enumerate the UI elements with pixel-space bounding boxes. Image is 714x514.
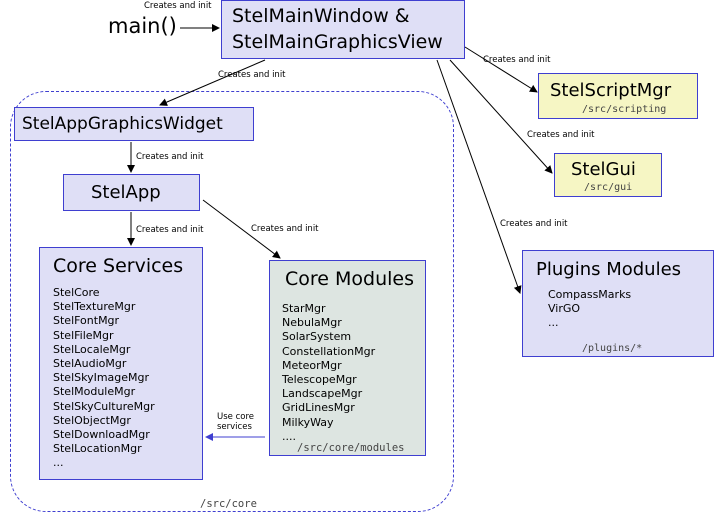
core-services-item: StelDownloadMgr <box>53 428 150 442</box>
edge-label-window-to-plugins: Creates and init <box>500 219 568 229</box>
core-services-node: Core Services StelCore StelTextureMgr St… <box>39 247 203 480</box>
plugins-list: CompassMarks VirGO ... <box>548 288 631 331</box>
edge-label-main-to-window: Creates and init <box>144 1 212 11</box>
graphics-widget-title: StelAppGraphicsWidget <box>22 114 223 134</box>
gui-path: /src/gui <box>584 182 633 193</box>
edge-label-window-to-scriptmgr: Creates and init <box>483 55 551 65</box>
plugins-title: Plugins Modules <box>536 259 682 280</box>
stel-app-title: StelApp <box>91 182 161 203</box>
core-services-item: StelCore <box>53 286 100 299</box>
script-mgr-node: StelScriptMgr /src/scripting <box>538 73 698 119</box>
arrow-window-to-scriptmgr <box>464 46 538 93</box>
main-function-label: main() <box>108 14 177 38</box>
core-modules-list: StarMgr NebulaMgr SolarSystem Constellat… <box>282 302 375 444</box>
core-services-item: StelFontMgr <box>53 314 120 328</box>
core-modules-item: MilkyWay <box>282 415 334 429</box>
core-services-item: StelObjectMgr <box>53 413 131 427</box>
edge-label-app-to-modules: Creates and init <box>251 224 319 234</box>
graphics-widget-node: StelAppGraphicsWidget <box>14 107 254 141</box>
core-services-item: StelTextureMgr <box>53 300 136 314</box>
core-services-list: StelCore StelTextureMgr StelFontMgr Stel… <box>53 286 155 471</box>
edge-label-window-to-widget: Creates and init <box>218 70 286 80</box>
script-mgr-path: /src/scripting <box>582 104 667 115</box>
arrow-window-to-gui <box>449 59 553 174</box>
main-window-node: StelMainWindow & StelMainGraphicsView <box>221 0 465 59</box>
core-services-item: StelFileMgr <box>53 328 114 342</box>
core-modules-item: GridLinesMgr <box>282 401 355 415</box>
gui-title: StelGui <box>571 159 636 180</box>
core-modules-item: ConstellationMgr <box>282 344 376 358</box>
plugins-item: CompassMarks <box>548 288 632 301</box>
core-services-item: StelAudioMgr <box>53 357 127 371</box>
plugins-node: Plugins Modules CompassMarks VirGO ... /… <box>522 250 714 357</box>
script-mgr-title: StelScriptMgr <box>550 80 672 101</box>
core-modules-node: Core Modules StarMgr NebulaMgr SolarSyst… <box>269 260 426 456</box>
core-modules-item: NebulaMgr <box>282 316 342 330</box>
core-services-item: StelLocationMgr <box>53 442 142 456</box>
edge-label-widget-to-app: Creates and init <box>136 152 204 162</box>
core-modules-item: .... <box>282 429 296 443</box>
core-modules-path: /src/core/modules <box>297 442 405 454</box>
plugins-item: VirGO <box>548 302 581 316</box>
stel-app-node: StelApp <box>63 174 200 211</box>
core-services-title: Core Services <box>53 255 184 277</box>
core-modules-item: LandscapeMgr <box>282 387 363 401</box>
core-modules-item: TelescopeMgr <box>282 373 357 387</box>
main-window-title-line2: StelMainGraphicsView <box>232 31 443 53</box>
plugins-item: ... <box>548 316 559 330</box>
core-modules-title: Core Modules <box>285 268 415 290</box>
core-services-item: StelSkyImageMgr <box>53 371 150 385</box>
core-services-item: ... <box>53 456 64 470</box>
core-path-label: /src/core <box>200 498 257 510</box>
core-modules-item: StarMgr <box>282 302 326 315</box>
edge-label-app-to-services: Creates and init <box>136 225 204 235</box>
core-services-item: StelSkyCultureMgr <box>53 399 155 413</box>
plugins-path: /plugins/* <box>582 343 643 354</box>
core-modules-item: MeteorMgr <box>282 358 342 372</box>
gui-node: StelGui /src/gui <box>554 153 662 197</box>
edge-label-modules-to-services: Use core services <box>217 412 254 432</box>
edge-label-window-to-gui: Creates and init <box>527 130 595 140</box>
core-services-item: StelLocaleMgr <box>53 342 131 356</box>
core-services-item: StelModuleMgr <box>53 385 136 399</box>
core-modules-item: SolarSystem <box>282 330 352 344</box>
main-window-title-line1: StelMainWindow & <box>232 5 410 27</box>
